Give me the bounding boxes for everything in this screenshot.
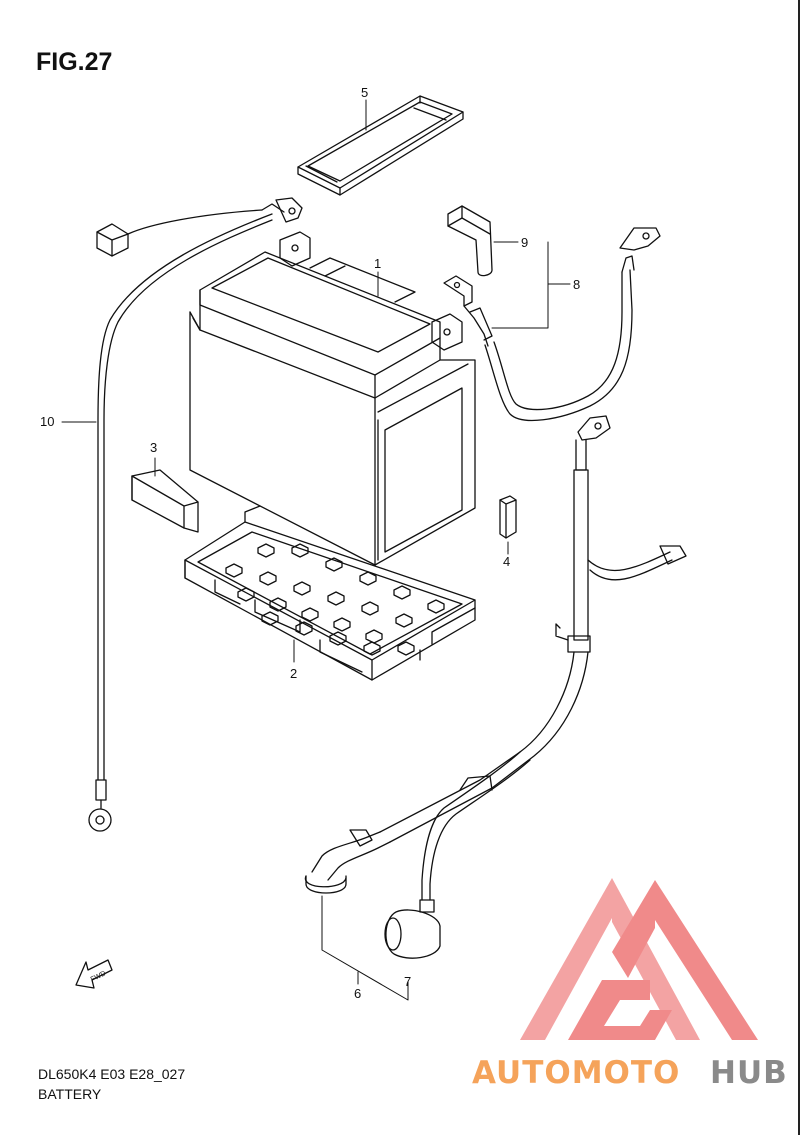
tray-slot: [361, 601, 379, 616]
tray-slot: [363, 641, 381, 656]
tray-slot: [295, 621, 313, 636]
model-code: DL650K4 E03 E28_027: [38, 1066, 186, 1082]
watermark-logo-icon: [520, 878, 758, 1040]
small-spacer: [499, 495, 517, 539]
tray-slot: [269, 597, 287, 612]
tray-slot: [427, 599, 445, 614]
tray-slot: [237, 587, 255, 602]
callout-8: 8: [573, 277, 580, 292]
callout-3: 3: [150, 440, 157, 455]
tray-slot: [327, 591, 345, 606]
callout-2: 2: [290, 666, 297, 681]
tray-slot: [359, 571, 377, 586]
svg-text:HUB: HUB: [710, 1055, 788, 1091]
leader-lines: [61, 99, 571, 1001]
tray-slot: [365, 629, 383, 644]
battery-strap: [297, 95, 464, 196]
tray-slot: [291, 543, 309, 558]
watermark-text: AUTOMOTO HUB: [472, 1055, 788, 1091]
tray-slot: [393, 585, 411, 600]
tray-slot: [301, 607, 319, 622]
battery-pad: [131, 469, 199, 533]
fwd-arrow-icon: FWD: [75, 959, 113, 989]
callout-4: 4: [503, 554, 510, 569]
callout-10: 10: [40, 414, 54, 429]
callout-7: 7: [404, 974, 411, 989]
figure-title: FIG.27: [36, 48, 113, 76]
battery-tray: [184, 505, 476, 681]
tray-slot: [293, 581, 311, 596]
tray-slot: [261, 611, 279, 626]
callout-5: 5: [361, 85, 368, 100]
tray-slot: [395, 613, 413, 628]
tray-slot: [225, 563, 243, 578]
positive-cable: [443, 227, 661, 422]
tray-slot: [325, 557, 343, 572]
section-name: BATTERY: [38, 1086, 102, 1102]
callout-9: 9: [521, 235, 528, 250]
svg-text:FWD: FWD: [90, 970, 107, 983]
callout-1: 1: [374, 256, 381, 271]
svg-text:AUTOMOTO: AUTOMOTO: [472, 1055, 680, 1091]
tray-slot: [397, 641, 415, 656]
terminal-cover: [447, 205, 493, 277]
callout-6: 6: [354, 986, 361, 1001]
tray-slot: [259, 571, 277, 586]
callout-labels: 1 2 3 4 5 6 7 8 9 10: [40, 85, 580, 1001]
negative-cable: [305, 415, 687, 959]
tray-slot: [333, 617, 351, 632]
tray-slots: [225, 543, 445, 656]
wire-harness: [88, 197, 303, 832]
battery: [189, 231, 476, 566]
tray-slot: [257, 543, 275, 558]
page-border: [798, 0, 800, 1135]
tray-slot: [329, 631, 347, 646]
